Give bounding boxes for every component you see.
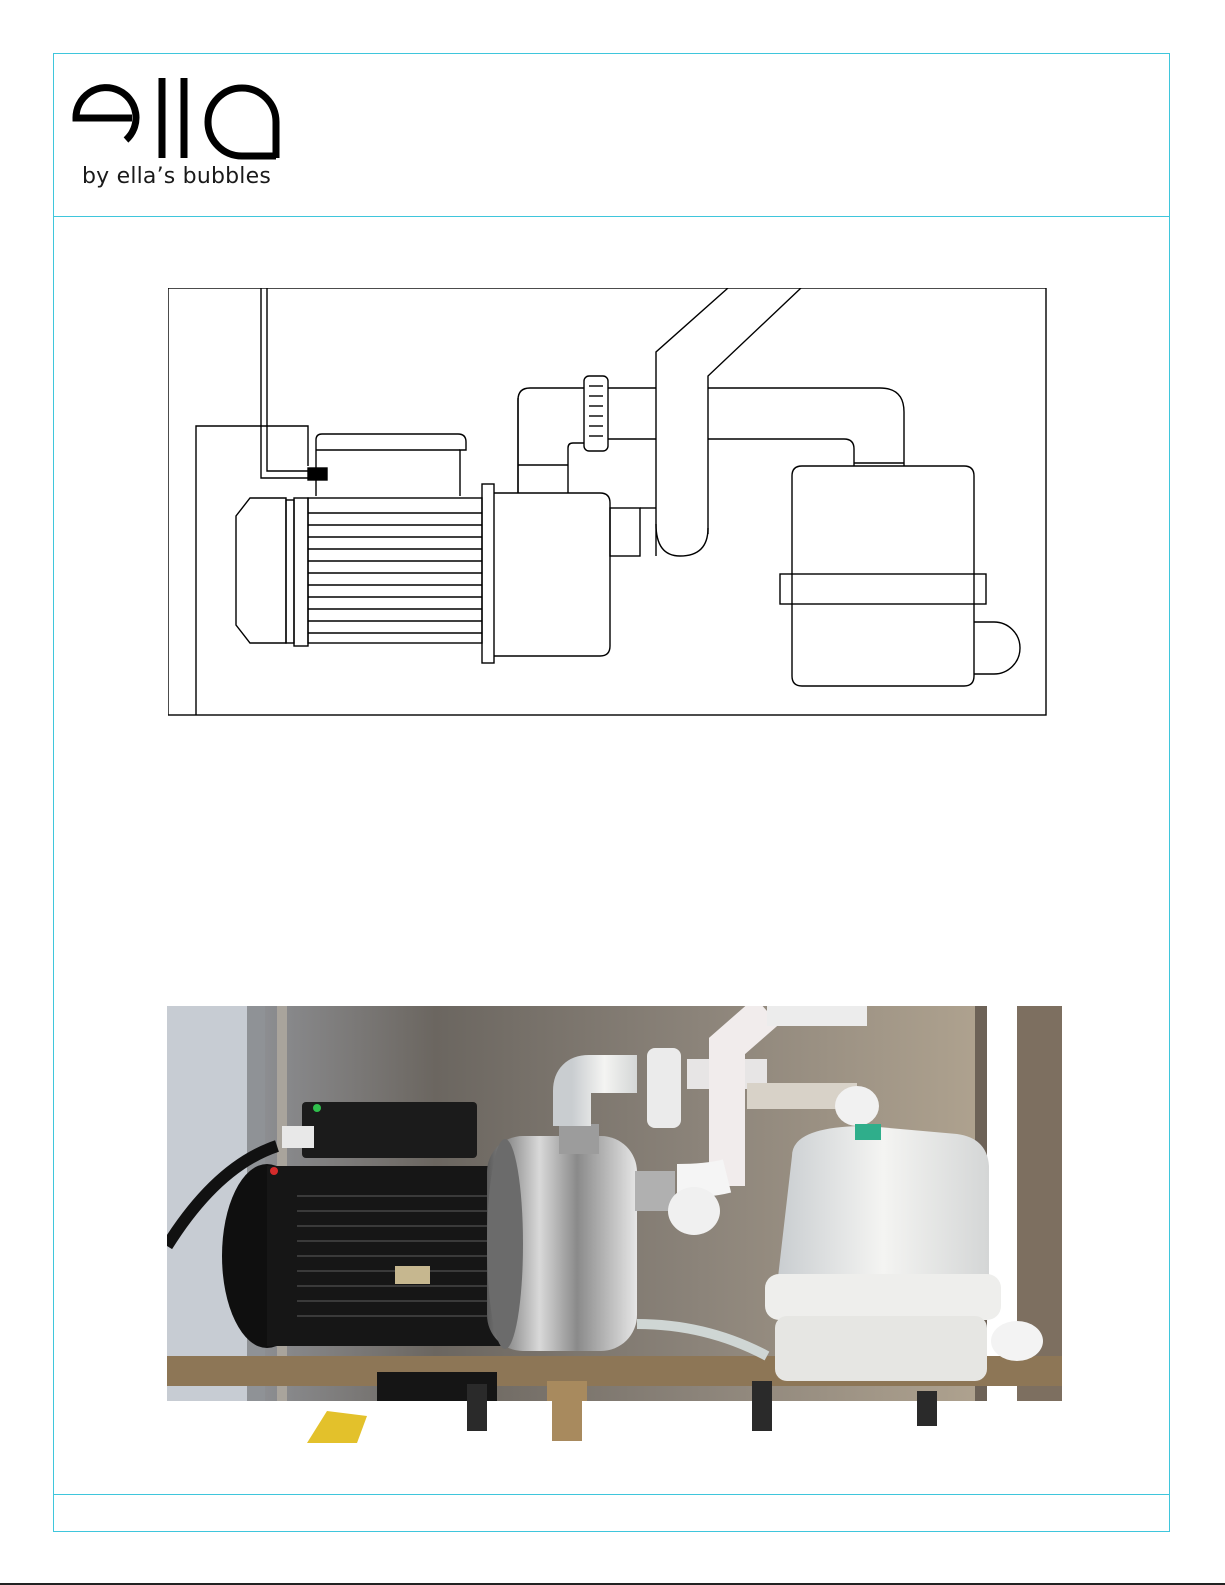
header-divider xyxy=(53,216,1170,217)
pump-heater-diagram xyxy=(168,288,1057,720)
ella-logo: by ella’s bubbles xyxy=(70,76,300,196)
brand-tagline: by ella’s bubbles xyxy=(82,164,271,189)
ella-logo-mark xyxy=(70,76,290,166)
pump-heater-photo xyxy=(167,1006,1062,1443)
footer-divider xyxy=(53,1494,1170,1495)
